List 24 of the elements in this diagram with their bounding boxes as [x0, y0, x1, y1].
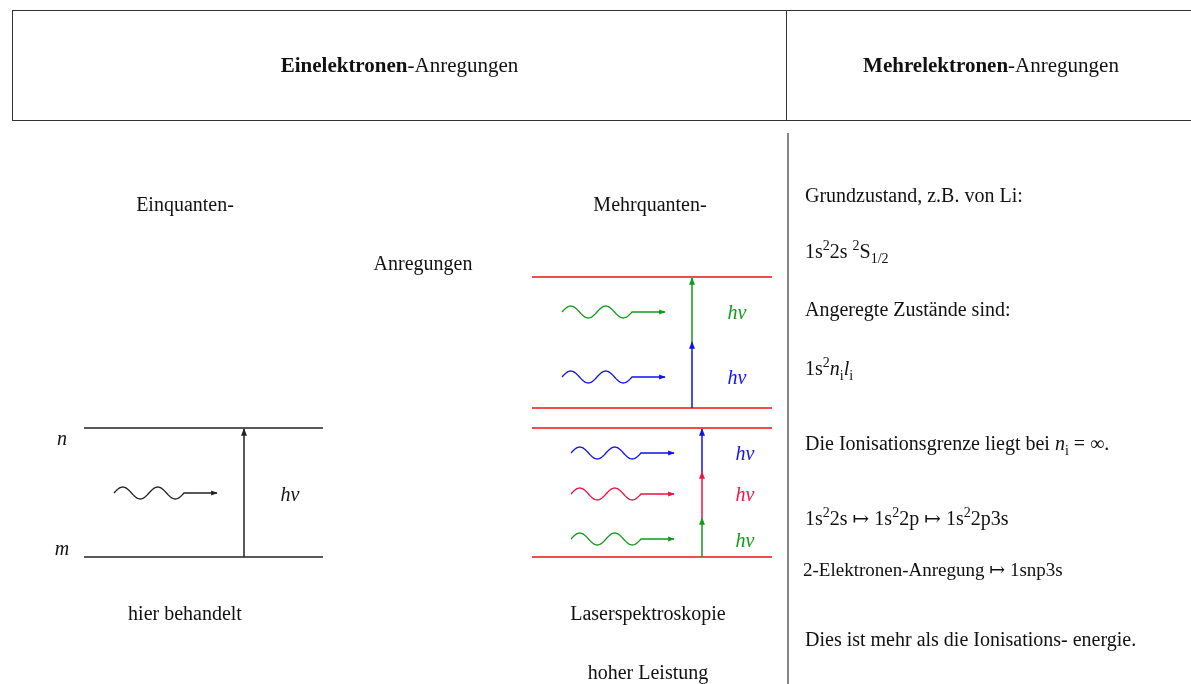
- text-line: Grundzustand, z.B. von Li:: [805, 182, 1023, 208]
- photon-energy-label: hν: [727, 364, 747, 390]
- photon-energy-label: hν: [735, 481, 755, 507]
- paragraph: Die Ionisationsgrenze liegt bei n$_{i}$ = ∞.: [805, 430, 1111, 457]
- level-label: n: [57, 425, 67, 451]
- electron-configuration: 1s$^{2}$n$_{i}$l$_{i}$: [805, 354, 854, 382]
- text-line: Angeregte Zustände sind:: [805, 296, 1011, 323]
- paragraph: Dies ist mehr als die Ionisations- energie.: [805, 626, 1138, 653]
- photon-energy-label: hν: [735, 440, 755, 466]
- caption: Anregungen: [373, 250, 473, 277]
- caption: hier behandelt: [128, 600, 242, 626]
- photon-energy-label: hν: [735, 527, 755, 553]
- transition-sequence: 1s$^{2}$2s ↦ 1s$^{2}$2p ↦ 1s$^{2}$2p3s: [805, 504, 1009, 532]
- header-cell: Mehrelektronen-Anregungen: [786, 10, 1191, 121]
- text-line: 2-Elektronen-Anregung ↦ 1snp3s: [803, 558, 1063, 583]
- caption: Laserspektroskopie: [570, 600, 726, 627]
- photon-energy-label: hν: [280, 481, 300, 507]
- term-symbol: 1s$^{2}$2s $^{2}$S$_{1/2}$: [805, 237, 889, 265]
- header-cell: Einelektronen-Anregungen: [12, 10, 787, 121]
- caption: Einquanten-: [136, 191, 234, 218]
- level-label: m: [54, 535, 70, 561]
- caption: Mehrquanten-: [593, 191, 707, 218]
- photon-energy-label: hν: [727, 299, 747, 325]
- caption: hoher Leistung: [587, 659, 709, 684]
